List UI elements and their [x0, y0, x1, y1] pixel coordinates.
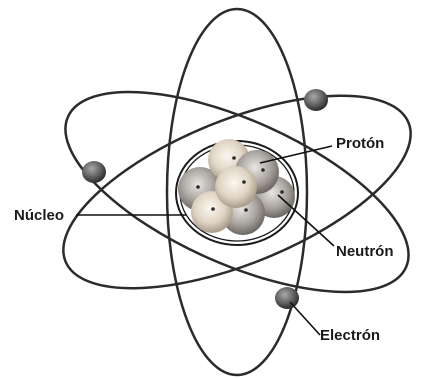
electrons	[82, 89, 328, 309]
electron-leader	[289, 301, 321, 336]
nucleus-label: Núcleo	[14, 207, 64, 224]
orbit-rising	[62, 94, 412, 290]
neutron-label: Neutrón	[336, 243, 394, 260]
electron-icon	[304, 89, 328, 111]
neutron-leader	[277, 194, 335, 247]
proton-leader	[259, 145, 333, 164]
nucleus-icon	[175, 139, 299, 246]
leader-lines	[76, 145, 335, 336]
orbit-vertical	[165, 7, 309, 377]
orbit-falling	[64, 90, 410, 294]
nucleon-dots	[196, 156, 284, 212]
electron-icon	[275, 287, 299, 309]
proton-label: Protón	[336, 135, 384, 152]
orbits	[62, 7, 412, 377]
electron-icon	[82, 161, 106, 183]
electron-label: Electrón	[320, 327, 380, 344]
proton-particle	[215, 166, 257, 208]
